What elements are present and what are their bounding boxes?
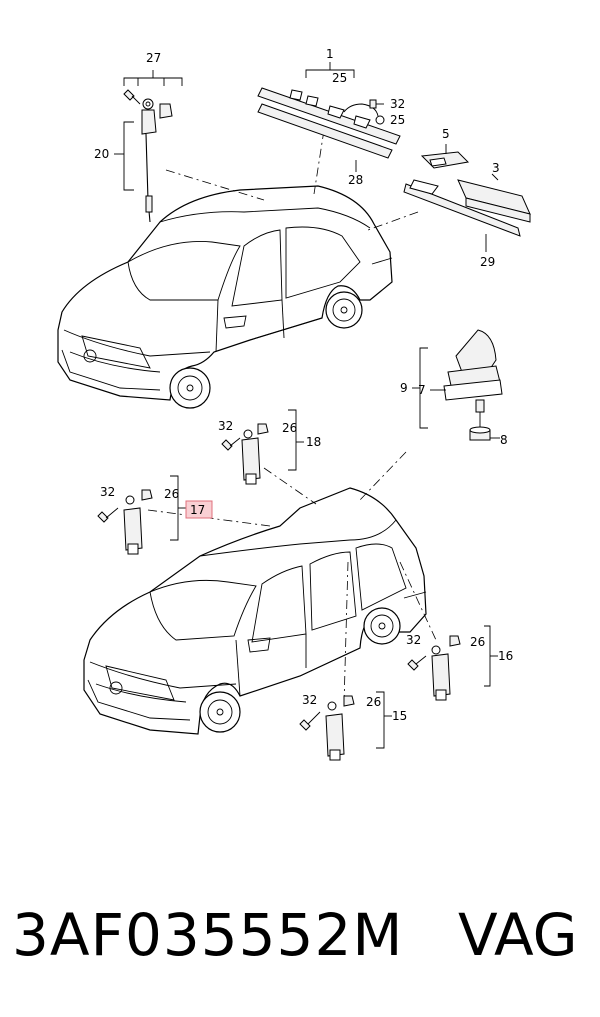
callout-32-mid: 32 [218, 419, 233, 433]
callout-labels: 27 20 1 25 32 25 28 5 3 29 9 7 8 32 26 1… [94, 47, 513, 723]
callout-28: 28 [348, 173, 363, 187]
part-27-20-assembly [114, 70, 183, 223]
callout-7: 7 [418, 383, 426, 397]
callout-25-top: 25 [332, 71, 347, 85]
part-5-3-29-modules [403, 144, 531, 252]
callout-29: 29 [480, 255, 495, 269]
callout-1: 1 [326, 47, 334, 61]
part-17-module [97, 475, 213, 555]
callout-26-mid: 26 [282, 421, 297, 435]
leader-lines [147, 129, 437, 705]
estate-car [83, 487, 427, 735]
callout-5: 5 [442, 127, 450, 141]
part-16-module [407, 625, 498, 701]
callout-16: 16 [498, 649, 513, 663]
part-1-28-strip [257, 62, 401, 172]
part-9-antenna [412, 329, 503, 441]
callout-15: 15 [392, 709, 407, 723]
callout-26-left: 26 [164, 487, 179, 501]
part-number: 3AF035552M [12, 901, 404, 969]
callout-32-bottom: 32 [302, 693, 317, 707]
callout-26-bottom: 26 [366, 695, 381, 709]
footer: 3AF035552M VAG [0, 890, 600, 980]
part-18-module [221, 409, 304, 485]
callout-9: 9 [400, 381, 408, 395]
callout-17: 17 [190, 503, 205, 517]
part-15-module [299, 691, 392, 761]
callout-32-right: 32 [406, 633, 421, 647]
callout-25-right: 25 [390, 113, 405, 127]
callout-32-left: 32 [100, 485, 115, 499]
brand-name: VAG [458, 901, 578, 969]
callout-32-top: 32 [390, 97, 405, 111]
callout-18: 18 [306, 435, 321, 449]
callout-3: 3 [492, 161, 500, 175]
sedan-car [57, 185, 393, 409]
callout-8: 8 [500, 433, 508, 447]
callout-27: 27 [146, 51, 161, 65]
callout-17-highlight [185, 500, 213, 519]
callout-26-right: 26 [470, 635, 485, 649]
parts-diagram: 27 20 1 25 32 25 28 5 3 29 9 7 8 32 26 1… [57, 47, 531, 761]
callout-20: 20 [94, 147, 109, 161]
